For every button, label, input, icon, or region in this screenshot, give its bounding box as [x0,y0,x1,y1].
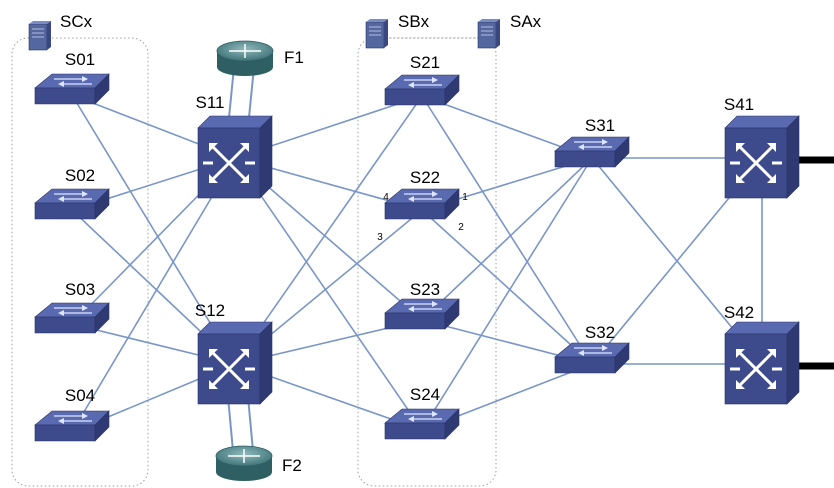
label-s02: S02 [65,166,95,185]
switch-s04 [34,410,110,442]
label-s12: S12 [195,301,225,320]
server-group-outline [11,37,149,487]
switch-s03 [34,302,110,334]
port-label-s22-2: 2 [458,222,464,233]
switch-s21 [384,74,460,106]
router-f2 [215,445,273,481]
label-sbx: SBx [398,12,430,31]
switch-s24 [384,408,460,440]
link-s23-s31 [421,157,593,321]
link-s04-s11 [71,157,236,433]
server-scx [28,21,51,51]
label-s32: S32 [585,323,615,342]
switch-s23 [384,298,460,330]
label-s42: S42 [724,303,754,322]
label-s04: S04 [65,386,95,405]
label-s22: S22 [410,168,440,187]
label-s01: S01 [65,50,95,69]
port-label-s22-4: 4 [383,192,389,203]
core-s42 [724,321,800,405]
switch-s02 [34,188,110,220]
label-s41: S41 [724,95,754,114]
label-f1: F1 [284,48,304,67]
label-s11: S11 [196,93,225,112]
label-s31: S31 [585,116,615,135]
server-sax [477,19,500,49]
core-s11 [197,115,273,199]
label-s21: S21 [410,53,440,72]
label-scx: SCx [60,12,93,31]
label-sax: SAx [510,12,542,31]
port-label-s22-1: 1 [462,192,468,203]
switch-s31 [554,136,630,168]
core-s12 [197,321,273,405]
link-s24-s31 [421,157,593,431]
label-s23: S23 [410,280,440,299]
label-s24: S24 [410,385,440,404]
router-f1 [216,40,274,76]
core-s41 [724,115,800,199]
link-s12-s21 [234,95,423,365]
label-f2: F2 [282,456,302,475]
switch-s32 [554,342,630,374]
link-s11-s24 [234,157,423,431]
link-s21-s32 [421,95,593,365]
link-s22-s32 [421,209,593,365]
switch-s22 [384,188,460,220]
label-s03: S03 [65,280,95,299]
server-group-outline [357,37,497,487]
port-label-s22-3: 3 [377,232,383,243]
server-sbx [365,19,388,49]
link-s01-s12 [71,94,236,365]
switch-s01 [34,73,110,105]
